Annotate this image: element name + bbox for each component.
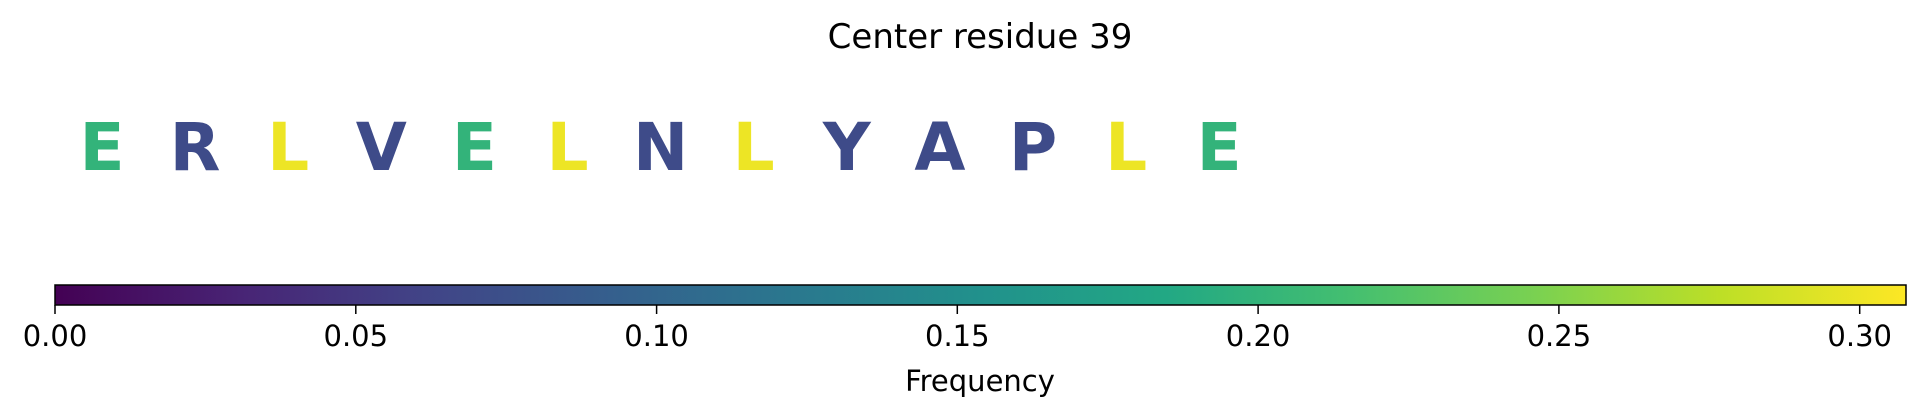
residue-letter: R: [170, 109, 221, 186]
residue-letter: P: [1009, 109, 1057, 186]
residue-letter: Y: [822, 109, 872, 186]
residue-letter: V: [356, 109, 407, 186]
residue-letter: L: [267, 109, 309, 186]
residue-letter: E: [452, 109, 497, 186]
colorbar-tick-label: 0.05: [324, 319, 389, 353]
residue-letter: A: [914, 109, 965, 186]
colorbar: [54, 284, 1907, 306]
colorbar-tick-label: 0.00: [23, 319, 88, 353]
colorbar-tick-label: 0.15: [925, 319, 990, 353]
colorbar-tick-label: 0.25: [1527, 319, 1592, 353]
chart-title: Center residue 39: [828, 17, 1133, 57]
colorbar-tick-label: 0.20: [1226, 319, 1291, 353]
residue-letter: E: [1197, 109, 1242, 186]
residue-letter: N: [633, 109, 688, 186]
residue-letter: L: [546, 109, 588, 186]
residue-letter: E: [79, 109, 124, 186]
colorbar-ticks: 0.00 0.05 0.10 0.15 0.20 0.25 0.30: [23, 305, 1892, 353]
colorbar-tick-label: 0.10: [624, 319, 689, 353]
colorbar-tick-label: 0.30: [1827, 319, 1892, 353]
colorbar-label: Frequency: [905, 364, 1055, 398]
residue-letter: L: [733, 109, 775, 186]
residue-letter: L: [1105, 109, 1147, 186]
